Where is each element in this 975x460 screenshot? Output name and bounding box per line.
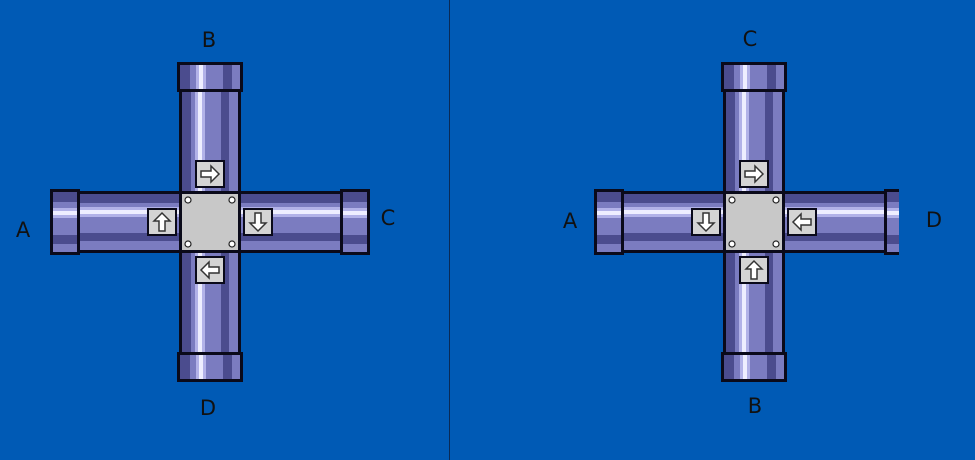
label-bottom: D	[199, 396, 217, 420]
rivet-icon	[728, 196, 736, 204]
pipe-puzzle-2: C A D B	[450, 0, 942, 460]
label-right: D	[925, 208, 943, 232]
junction-plate	[723, 191, 785, 253]
pipe-cross-graphic	[50, 62, 370, 382]
down-arrow-icon	[243, 208, 273, 236]
left-pipe-cap	[50, 189, 80, 255]
pipe-cross-graphic	[594, 62, 899, 382]
label-bottom: B	[747, 394, 763, 418]
left-arrow-icon	[787, 208, 817, 236]
top-pipe-cap	[721, 62, 787, 92]
rivet-icon	[184, 240, 192, 248]
rivet-icon	[228, 240, 236, 248]
up-arrow-icon	[147, 208, 177, 236]
left-pipe-cap	[594, 189, 624, 255]
bottom-pipe-cap	[177, 352, 243, 382]
left-arrow-icon	[195, 256, 225, 284]
label-left: A	[562, 209, 578, 233]
rivet-icon	[772, 240, 780, 248]
right-arrow-icon	[739, 160, 769, 188]
rivet-icon	[772, 196, 780, 204]
top-pipe-cap	[177, 62, 243, 92]
bottom-pipe-cap	[721, 352, 787, 382]
rivet-icon	[228, 196, 236, 204]
label-top: B	[201, 28, 217, 52]
panel-divider	[449, 0, 450, 460]
down-arrow-icon	[691, 208, 721, 236]
up-arrow-icon	[739, 256, 769, 284]
rivet-icon	[184, 196, 192, 204]
label-left: A	[15, 218, 31, 242]
label-right: C	[380, 206, 396, 230]
right-arrow-icon	[195, 160, 225, 188]
junction-plate	[179, 191, 241, 253]
label-top: C	[742, 27, 758, 51]
right-pipe-cap	[340, 189, 370, 255]
pipe-puzzle-1: B A C D	[0, 0, 449, 460]
rivet-icon	[728, 240, 736, 248]
right-pipe-cap	[884, 189, 899, 255]
